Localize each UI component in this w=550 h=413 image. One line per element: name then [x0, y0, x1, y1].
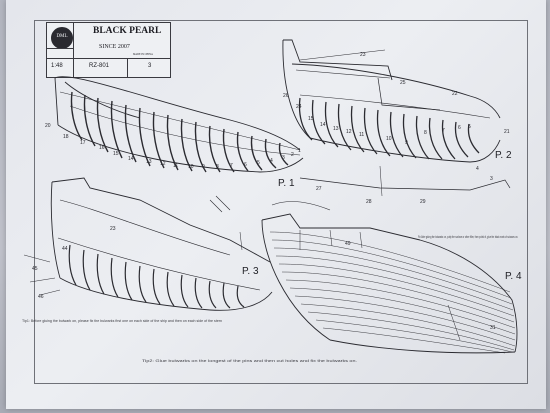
- part-number: 26: [283, 93, 289, 99]
- part-number: 4: [270, 158, 273, 164]
- since-text: SINCE 2007: [99, 44, 130, 50]
- part-number: 15: [113, 151, 119, 157]
- part-number: 17: [80, 140, 86, 146]
- part-number: 11: [359, 132, 364, 138]
- part-number: 7: [230, 163, 233, 169]
- panel-label-p2: P. 2: [495, 150, 512, 161]
- part-number: 8: [424, 130, 427, 136]
- sheet-number: 3: [148, 63, 152, 69]
- part-number: 20: [45, 123, 51, 129]
- panel-label-p1: P. 1: [278, 178, 295, 189]
- part-number: 14: [320, 122, 326, 128]
- part-number: 4: [476, 166, 479, 172]
- brand-name: BLACK PEARL: [93, 26, 162, 36]
- part-number: 28: [366, 199, 372, 205]
- part-number: 10: [386, 136, 392, 142]
- hull-frame-p1: [54, 76, 304, 173]
- part-numbers-p3: 23 44 45 46: [32, 226, 116, 300]
- part-number: 7: [442, 128, 445, 134]
- part-number: 31: [490, 325, 496, 331]
- part-number: 3: [282, 155, 285, 161]
- part-number: 16: [99, 145, 105, 151]
- part-number: 24: [296, 104, 302, 110]
- part-number: 13: [146, 159, 152, 165]
- sheet-border: [34, 20, 528, 384]
- scale-value: 1:48: [51, 63, 63, 69]
- part-number: 46: [38, 294, 44, 300]
- part-numbers-p2: 23 26 25 22 24 15 14 13 12 11 10 9 8 7 6…: [283, 52, 510, 205]
- part-number: 13: [333, 126, 339, 132]
- hull-bulwark-p3: [23, 177, 273, 311]
- part-number: 49: [345, 241, 351, 247]
- part-number: 18: [63, 134, 69, 140]
- part-number: 8: [216, 164, 219, 170]
- part-number: 1: [298, 148, 301, 154]
- bottom-caption: Tip2: Glue bulwarks on the longest of th…: [142, 359, 357, 363]
- part-number: 14: [128, 156, 134, 162]
- part-number: 5: [257, 160, 260, 166]
- part-number: 44: [62, 246, 68, 252]
- part-number: 12: [160, 161, 166, 167]
- part-numbers-p4: 49 31: [345, 241, 496, 331]
- part-number: 11: [173, 163, 178, 169]
- hull-frame-p2: [282, 39, 511, 197]
- panel-label-p3: P. 3: [242, 266, 259, 277]
- part-number: 6: [244, 162, 247, 168]
- part-number: 5: [468, 124, 471, 130]
- part-number: 45: [32, 266, 38, 272]
- origin-text: MADE IN CHINA: [133, 53, 153, 56]
- part-number: 21: [504, 129, 510, 135]
- part-number: 25: [400, 80, 406, 86]
- model-number: RZ-801: [89, 63, 110, 69]
- part-number: 23: [110, 226, 116, 232]
- part-number: 15: [308, 116, 314, 122]
- part-number: 10: [188, 164, 194, 170]
- part-number: 12: [346, 129, 352, 135]
- part-number: 23: [360, 52, 366, 58]
- p4-caption: Fix After gluing the bulwarks on, putty …: [418, 235, 518, 239]
- part-number: 9: [405, 140, 408, 146]
- part-number: 9: [202, 164, 205, 170]
- part-number: 22: [452, 91, 458, 97]
- instruction-sheet: DML BLACK PEARL SINCE 2007 MADE IN CHINA…: [6, 0, 546, 409]
- p3-caption: Tip1: Before gluing the bulwark on, plea…: [22, 319, 222, 323]
- part-number: 29: [420, 199, 426, 205]
- part-number: 6: [458, 125, 461, 131]
- part-number: 27: [316, 186, 322, 192]
- part-number: 2: [291, 152, 294, 158]
- hull-planked-p4: [261, 201, 518, 354]
- title-block: DML BLACK PEARL SINCE 2007 MADE IN CHINA…: [46, 22, 171, 78]
- part-number: 3: [490, 176, 493, 182]
- logo-text: DML: [56, 34, 68, 39]
- panel-label-p4: P. 4: [505, 271, 522, 282]
- part-numbers-p1: 20 18 17 16 15 14 13 12 11 10 9 8 7 6 5 …: [45, 123, 301, 170]
